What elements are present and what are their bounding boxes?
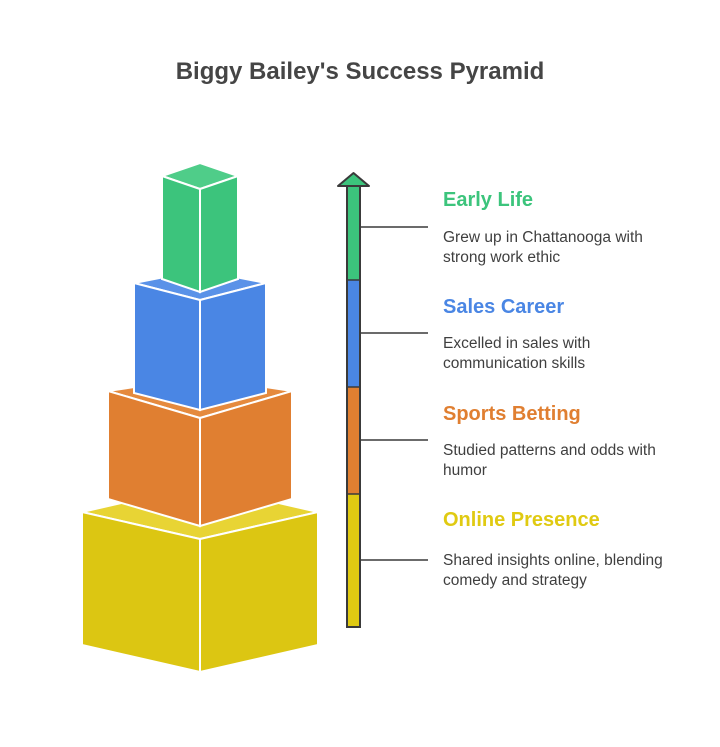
pyramid-block-early-life [158, 161, 242, 294]
timeline-segment-online-presence [347, 494, 360, 627]
page-title: Biggy Bailey's Success Pyramid [175, 58, 545, 85]
stage-description-early-life: Grew up in Chattanooga with strong work … [443, 229, 643, 266]
stage-title-sales-career: Sales Career [443, 296, 565, 318]
stage-title-online-presence: Online Presence [443, 509, 600, 531]
stage-description-sales-career: Excelled in sales with communication ski… [443, 335, 591, 372]
timeline-bar [346, 186, 361, 628]
stage-description-online-presence: Shared insights online, blending comedy … [443, 552, 663, 589]
up-arrow-icon [337, 172, 370, 187]
stage-title-sports-betting: Sports Betting [443, 403, 581, 425]
timeline-segment-early-life [347, 186, 360, 280]
stage-title-early-life: Early Life [443, 189, 534, 211]
timeline-segment-sales-career [347, 280, 360, 387]
pyramid-block-sales-career [133, 268, 267, 412]
timeline-segment-sports-betting [347, 387, 360, 494]
stage-description-sports-betting: Studied patterns and odds with humor [443, 442, 656, 479]
